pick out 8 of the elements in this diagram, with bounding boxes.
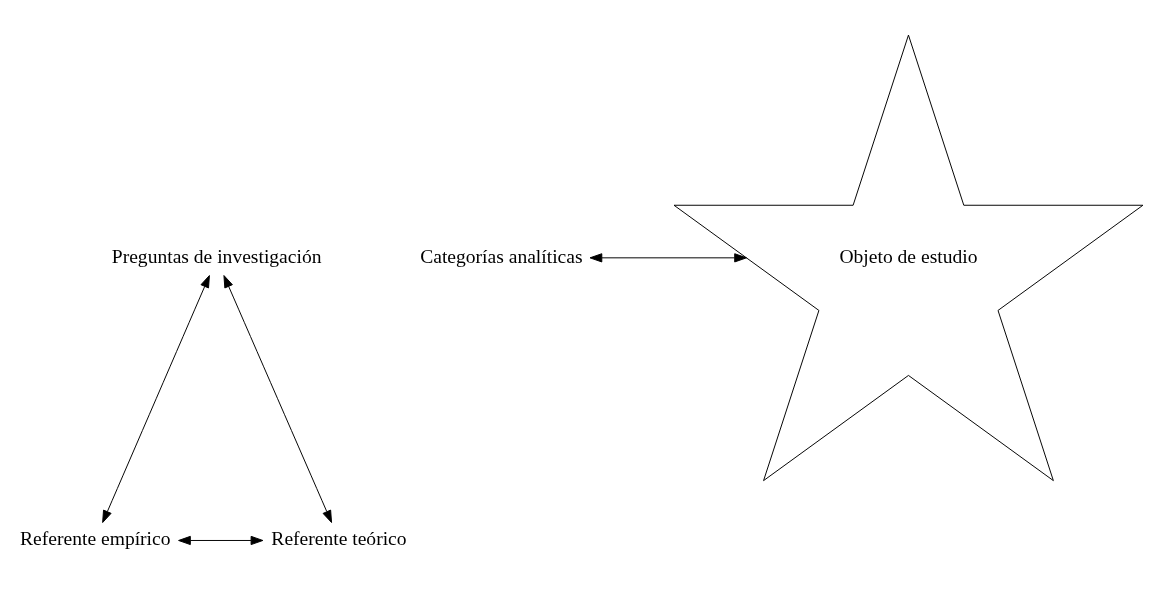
node-text: Referente teórico (271, 527, 407, 549)
node-text: Referente empírico (20, 527, 171, 549)
node-text: Preguntas de investigación (111, 245, 322, 267)
arrow (589, 252, 747, 262)
arrow (223, 274, 333, 523)
arrow (102, 274, 210, 523)
node-text: Categorías analíticas (420, 245, 583, 267)
arrow (178, 535, 264, 545)
